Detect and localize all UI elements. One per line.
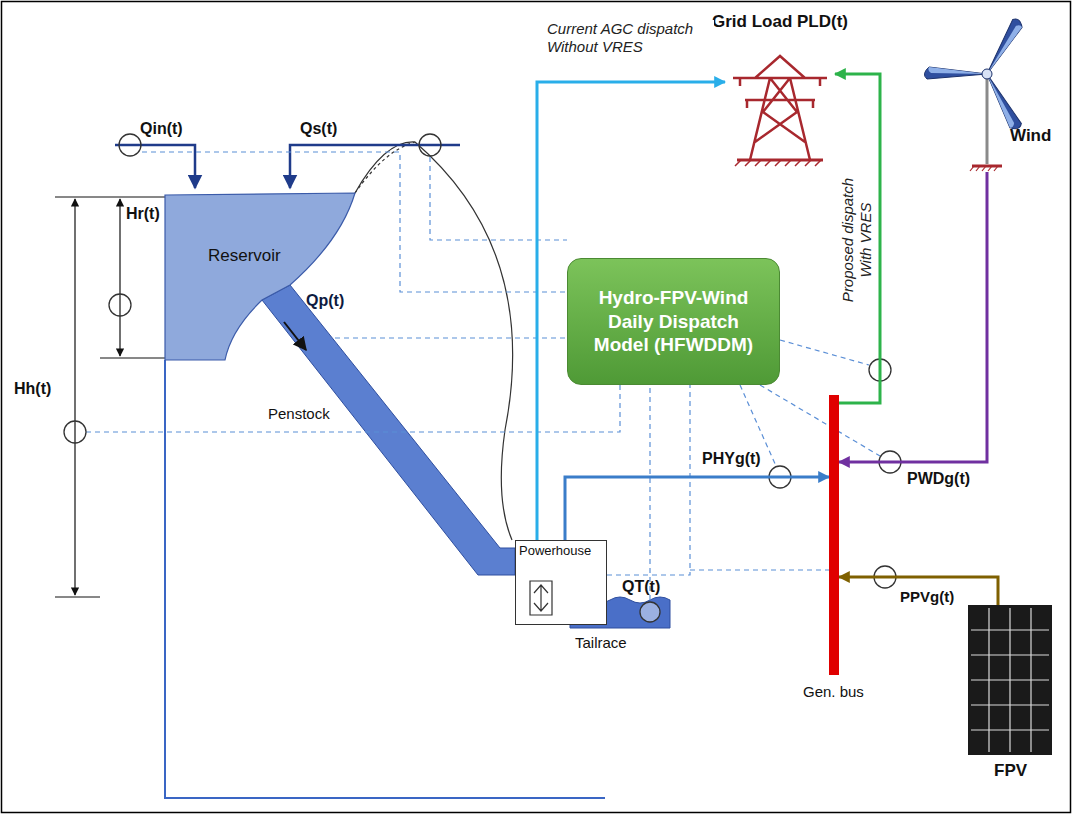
- head-dimension: [74, 199, 75, 595]
- flow-label: PPVg(t): [898, 588, 956, 605]
- power-flow-arrow: [835, 74, 880, 403]
- tower-symbol: [733, 56, 827, 166]
- illustration-part: [924, 67, 987, 79]
- turbine-symbol: [924, 17, 1024, 171]
- illustration-part: [981, 72, 1023, 132]
- sensor-circle: [109, 294, 131, 316]
- signal-lines: [86, 152, 880, 600]
- power-flow-arrow: [565, 477, 829, 540]
- powerhouse-box: Powerhouse: [515, 540, 607, 625]
- signal-line: [760, 385, 880, 456]
- head-dimension: [119, 199, 120, 356]
- sensor-circle: [64, 421, 86, 443]
- grid-load-node: Grid Load PLD(t): [725, 52, 835, 170]
- signal-line: [86, 385, 620, 432]
- illustration-part: [924, 67, 987, 79]
- level-tick: [55, 197, 100, 198]
- level-tick: [100, 197, 165, 198]
- flow-arrow: [284, 322, 306, 350]
- variable-label: Hr(t): [126, 205, 160, 223]
- fpv-node: FPV: [968, 605, 1052, 755]
- variable-label: Qp(t): [306, 292, 344, 310]
- node-label: Hydro-FPV-Wind Daily Dispatch Model (HFW…: [578, 286, 769, 357]
- node-outline: [725, 52, 835, 170]
- penstock-pipe: [262, 285, 515, 575]
- illustration-part: [982, 69, 992, 79]
- reservoir-shape: Reservoir: [163, 190, 363, 365]
- illustration-part: [928, 67, 987, 74]
- pv-panel: [968, 605, 1052, 755]
- variable-label: Qs(t): [300, 120, 337, 138]
- wind-node: Wind: [912, 8, 1062, 172]
- sensors: [64, 134, 901, 622]
- illustration-part: [981, 72, 1023, 132]
- flow-label: PHYg(t): [700, 450, 763, 468]
- illustration-part: [968, 605, 1052, 755]
- signal-line: [607, 385, 690, 575]
- illustration-part: [987, 23, 1022, 77]
- signal-line: [430, 157, 567, 240]
- flow-label: Proposed dispatch With VRES: [839, 163, 875, 317]
- flow-label: PWDg(t): [905, 470, 972, 488]
- signal-line: [690, 569, 829, 570]
- node-label: Powerhouse: [519, 543, 603, 558]
- illustration-part: [735, 160, 821, 166]
- illustration-part: [983, 17, 1025, 77]
- node-label: Wind: [1010, 126, 1051, 146]
- node-label: Reservoir: [208, 246, 281, 266]
- illustration-part: [971, 608, 1049, 752]
- turbine-unit: [530, 581, 552, 615]
- node-label: FPV: [994, 761, 1027, 781]
- level-tick: [55, 597, 100, 598]
- sensor-circle: [119, 134, 141, 156]
- flow-label: Current AGC dispatch Without VRES: [545, 20, 714, 56]
- illustration-part: [983, 17, 1025, 77]
- signal-line: [649, 385, 650, 600]
- node-outline: [163, 190, 363, 365]
- node-outline: [968, 605, 1052, 755]
- sensor-circle: [419, 134, 441, 156]
- generator-bus: Gen. bus: [829, 395, 839, 675]
- illustration-part: [970, 166, 998, 171]
- illustration-part: [733, 56, 827, 160]
- illustration-part: [986, 74, 989, 164]
- dam-crest: [355, 142, 415, 193]
- variable-label: Hh(t): [14, 380, 51, 398]
- signal-line: [780, 340, 869, 365]
- level-tick: [100, 358, 165, 359]
- illustration-part: [981, 74, 1016, 128]
- part-name: Tailrace: [575, 634, 627, 651]
- sensor-circle: [640, 602, 660, 622]
- model-box: Hydro-FPV-Wind Daily Dispatch Model (HFW…: [567, 258, 780, 385]
- reservoir-shape: [165, 193, 355, 360]
- signal-line: [335, 337, 567, 338]
- node-outline: [912, 8, 1062, 172]
- node-label: Gen. bus: [803, 683, 864, 700]
- node-label: Grid Load PLD(t): [712, 12, 848, 32]
- variable-label: QT(t): [622, 578, 660, 596]
- variable-label: Qin(t): [140, 120, 183, 138]
- part-name: Penstock: [268, 405, 330, 422]
- power-flow-arrow: [839, 577, 998, 605]
